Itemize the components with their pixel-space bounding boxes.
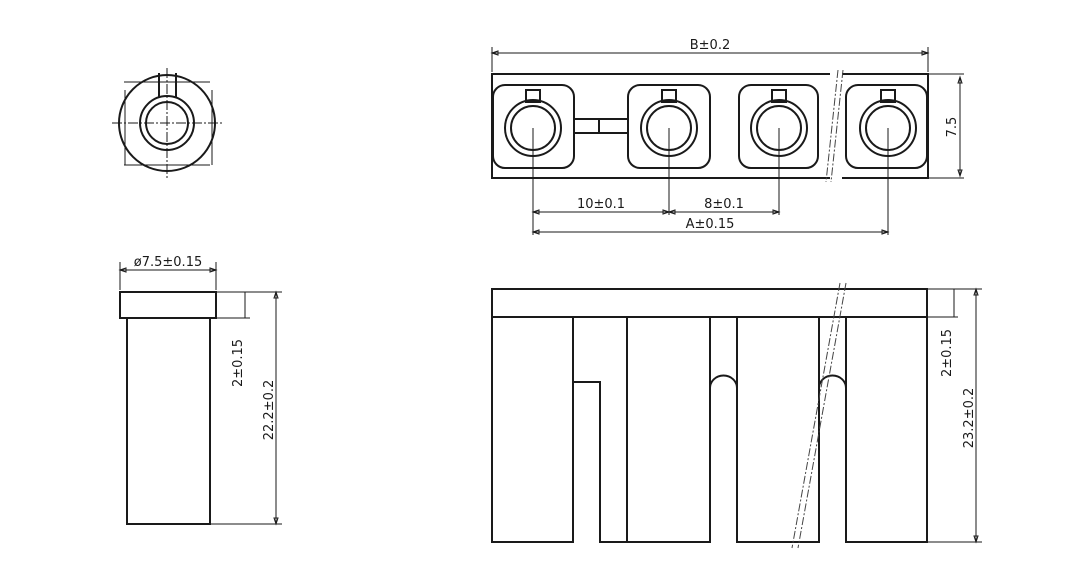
- pitch-total-dimension: A±0.15: [686, 217, 735, 232]
- single-pin-top-view: [112, 68, 224, 178]
- diameter-dimension: ø7.5±0.15: [134, 255, 202, 270]
- cap-height-dimension-left: 2±0.15: [231, 339, 246, 387]
- width-dimension: 7.5: [945, 117, 960, 138]
- total-height-dimension-right: 23.2±0.2: [962, 388, 977, 449]
- total-height-dimension-left: 22.2±0.2: [262, 380, 277, 441]
- overall-length-dimension: B±0.2: [690, 38, 731, 53]
- pitch-1-dimension: 10±0.1: [577, 197, 625, 212]
- strip-top-view: B±0.2 7.5 10±0.1 8±0.1 A±0.15: [490, 38, 964, 235]
- cap-height-dimension-right: 2±0.15: [940, 329, 955, 377]
- single-pin-side-view: ø7.5±0.15 2±0.15 22.2±0.2: [118, 255, 282, 526]
- strip-front-view: 2±0.15 23.2±0.2: [491, 282, 982, 549]
- pitch-2-dimension: 8±0.1: [704, 197, 744, 212]
